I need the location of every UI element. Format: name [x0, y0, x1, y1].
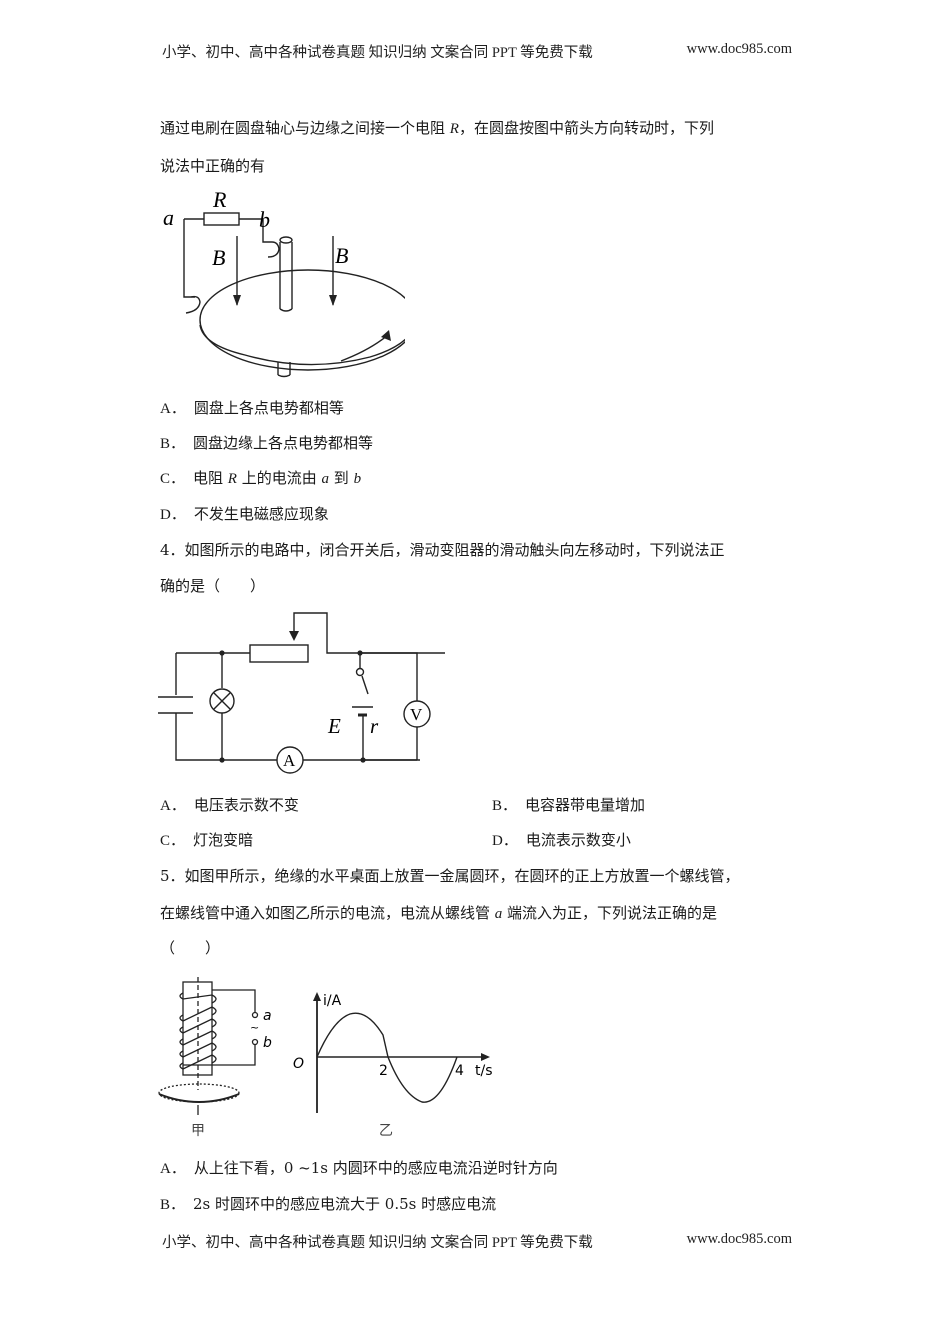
page-header: 小学、初中、高中各种试卷真题 知识归纳 文案合同 PPT 等免费下载 www.d… — [162, 41, 792, 62]
x-axis-label: t/s — [475, 1063, 493, 1079]
origin-label: O — [293, 1056, 304, 1072]
tick-4: 4 — [455, 1063, 464, 1079]
q5-stem-line1: 5．如图甲所示，绝缘的水平桌面上放置一金属圆环，在圆环的正上方放置一个螺线管， — [160, 867, 740, 885]
q3-option-d: D．不发生电磁感应现象 — [160, 505, 329, 523]
tick-2: 2 — [379, 1063, 388, 1079]
q4-option-a: A．电压表示数不变 — [160, 796, 299, 814]
q3-option-a: A．圆盘上各点电势都相等 — [160, 399, 344, 417]
label-B-left: B — [212, 245, 225, 270]
var-R: R — [449, 121, 459, 137]
voltmeter-symbol: V — [410, 705, 423, 724]
label-a-terminal: a — [263, 1008, 272, 1024]
header-url: www.doc985.com — [686, 41, 792, 57]
label-b: b — [259, 207, 270, 232]
ac-source-icon: ~ — [250, 1021, 259, 1034]
label-E: E — [327, 714, 341, 738]
solenoid-figure: a b ~ 甲 — [158, 977, 272, 1139]
label-B-right: B — [335, 243, 348, 268]
header-text: 小学、初中、高中各种试卷真题 知识归纳 文案合同 PPT 等免费下载 — [162, 45, 593, 61]
q4-option-d: D．电流表示数变小 — [492, 831, 631, 849]
circuit-figure: E r A V — [158, 612, 445, 774]
q3-stem-line1: 通过电刷在圆盘轴心与边缘之间接一个电阻 R，在圆盘按图中箭头方向转动时，下列 — [160, 119, 714, 137]
footer-text: 小学、初中、高中各种试卷真题 知识归纳 文案合同 PPT 等免费下载 — [162, 1235, 593, 1251]
q3-option-c: C．电阻 R 上的电流由 a 到 b — [160, 469, 362, 487]
q4-option-c: C．灯泡变暗 — [160, 831, 254, 849]
label-b-terminal: b — [263, 1035, 272, 1051]
caption-jia: 甲 — [191, 1123, 205, 1139]
q3-stem-line2: 说法中正确的有 — [160, 157, 266, 175]
current-graph-figure: i/A O 2 4 t/s 乙 — [293, 992, 493, 1139]
q4-stem-line2: 确的是（ ） — [160, 577, 266, 595]
q5-stem-line2: 在螺线管中通入如图乙所示的电流，电流从螺线管 a 端流入为正，下列说法正确的是 — [160, 904, 718, 922]
label-a: a — [163, 205, 174, 230]
rotating-disk-figure: R a b B B — [163, 187, 405, 378]
page-footer: 小学、初中、高中各种试卷真题 知识归纳 文案合同 PPT 等免费下载 www.d… — [162, 1231, 792, 1252]
footer-url: www.doc985.com — [686, 1231, 792, 1247]
caption-yi: 乙 — [379, 1123, 393, 1139]
y-axis-label: i/A — [323, 993, 342, 1009]
label-r: r — [370, 714, 379, 738]
ammeter-symbol: A — [283, 751, 296, 770]
q4-stem-line1: 4．如图所示的电路中，闭合开关后，滑动变阻器的滑动触头向左移动时，下列说法正 — [160, 541, 725, 559]
q5-option-a: A．从上往下看，0 ~1s 内圆环中的感应电流沿逆时针方向 — [160, 1159, 558, 1177]
q5-option-b: B．2s 时圆环中的感应电流大于 0.5s 时感应电流 — [160, 1195, 497, 1213]
q3-option-b: B．圆盘边缘上各点电势都相等 — [160, 434, 374, 452]
q5-stem-line3: （ ） — [160, 939, 221, 957]
label-R: R — [212, 187, 227, 212]
q4-option-b: B．电容器带电量增加 — [492, 796, 646, 814]
